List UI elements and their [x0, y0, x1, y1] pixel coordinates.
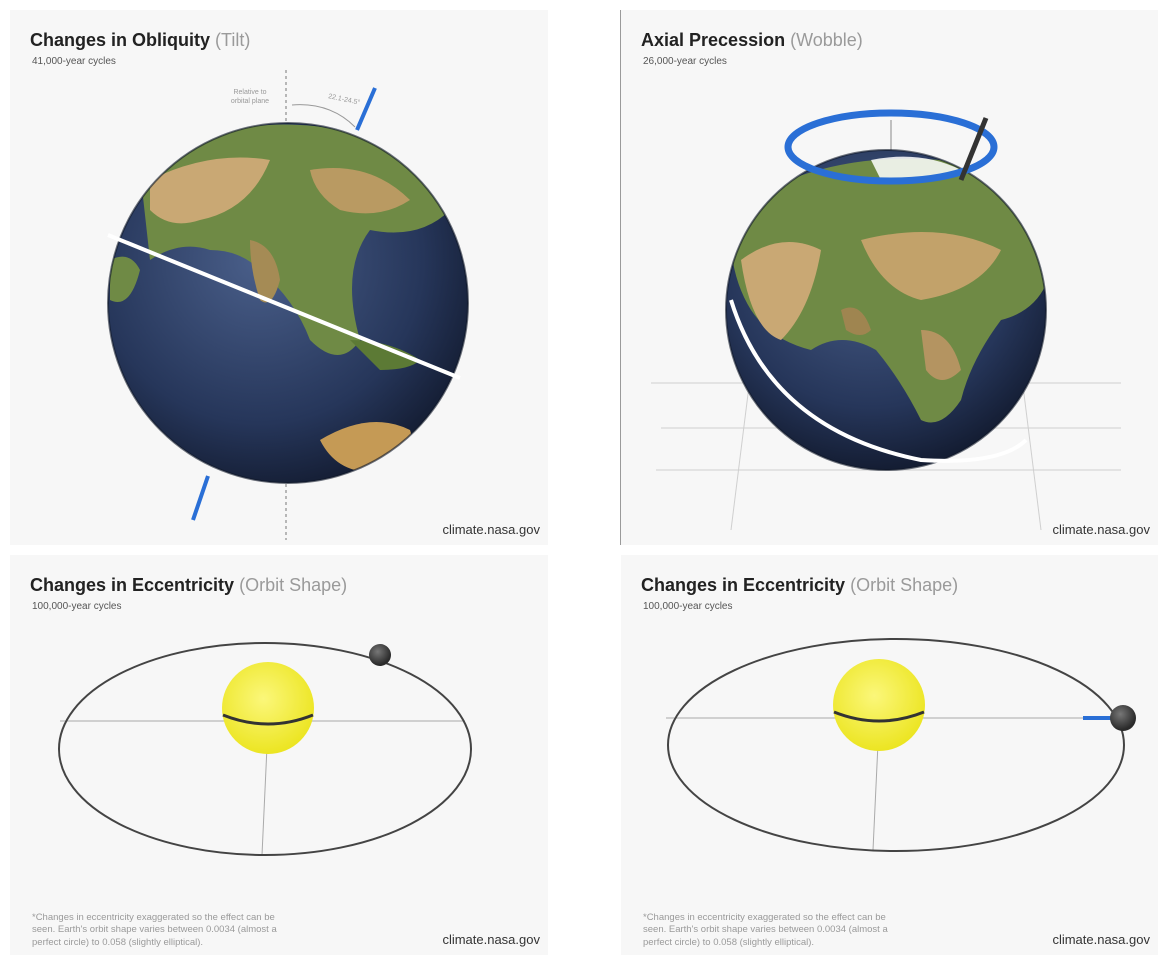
earth-globe: [107, 122, 469, 484]
tilt-angle-arc: [291, 104, 356, 128]
sun-equator: [833, 710, 925, 723]
orbit-ellipse: [58, 642, 472, 856]
precession-diagram: [651, 109, 1121, 531]
relative-label-1: Relative to: [233, 89, 266, 96]
equator-line: [729, 299, 1028, 463]
eccentricity-b-credit: climate.nasa.gov: [1052, 932, 1150, 947]
precession-credit: climate.nasa.gov: [1052, 522, 1150, 537]
obliquity-title-paren: (Tilt): [215, 30, 251, 50]
precession-subtitle: 26,000-year cycles: [643, 56, 727, 67]
tilt-axis-north: [355, 87, 377, 131]
eccentricity-a-title: Changes in Eccentricity (Orbit Shape): [30, 575, 347, 596]
sun: [833, 659, 925, 751]
orbit-ellipse: [667, 638, 1125, 852]
earth: [369, 644, 391, 666]
equator-line: [107, 233, 461, 380]
earth: [1110, 705, 1136, 731]
obliquity-credit: climate.nasa.gov: [442, 522, 540, 537]
eccentricity-diagram-a: [58, 642, 472, 856]
tilt-angle-label: 22.1-24.5°: [328, 92, 362, 107]
eccentricity-b-subtitle: 100,000-year cycles: [643, 601, 733, 612]
eccentricity-diagram-b: [666, 638, 1136, 852]
eccentricity-b-footnote: *Changes in eccentricity exaggerated so …: [643, 911, 888, 948]
tilt-axis-south: [191, 475, 210, 521]
eccentricity-b-title: Changes in Eccentricity (Orbit Shape): [641, 575, 958, 596]
eccentricity-b-title-main: Changes in Eccentricity: [641, 575, 846, 595]
relative-label-2: orbital plane: [231, 98, 269, 105]
earth-globe: [725, 149, 1047, 471]
eccentricity-a-credit: climate.nasa.gov: [442, 932, 540, 947]
eccentricity-a-subtitle: 100,000-year cycles: [32, 601, 122, 612]
sun: [222, 662, 314, 754]
precession-title-paren: (Wobble): [790, 30, 863, 50]
precession-title-main: Axial Precession: [641, 30, 786, 50]
precession-ring: [784, 109, 998, 185]
precession-panel: Axial Precession (Wobble) 26,000-year cy…: [621, 10, 1158, 545]
precession-title: Axial Precession (Wobble): [641, 30, 863, 51]
obliquity-panel: Relative to orbital plane 22.1-24.5° Cha…: [10, 10, 548, 545]
panel-divider: [620, 10, 621, 545]
eccentricity-a-title-main: Changes in Eccentricity: [30, 575, 235, 595]
eccentricity-panel-b: Changes in Eccentricity (Orbit Shape) 10…: [621, 555, 1158, 955]
eccentricity-a-footnote: *Changes in eccentricity exaggerated so …: [32, 911, 277, 948]
eccentricity-a-title-paren: (Orbit Shape): [239, 575, 348, 595]
obliquity-diagram: Relative to orbital plane 22.1-24.5°: [107, 70, 469, 540]
sun-equator: [222, 713, 314, 726]
eccentricity-panel-a: Changes in Eccentricity (Orbit Shape) 10…: [10, 555, 548, 955]
eccentricity-b-title-paren: (Orbit Shape): [850, 575, 959, 595]
obliquity-subtitle: 41,000-year cycles: [32, 56, 116, 67]
obliquity-title-main: Changes in Obliquity: [30, 30, 211, 50]
tilt-axis: [958, 117, 989, 181]
obliquity-title: Changes in Obliquity (Tilt): [30, 30, 250, 51]
